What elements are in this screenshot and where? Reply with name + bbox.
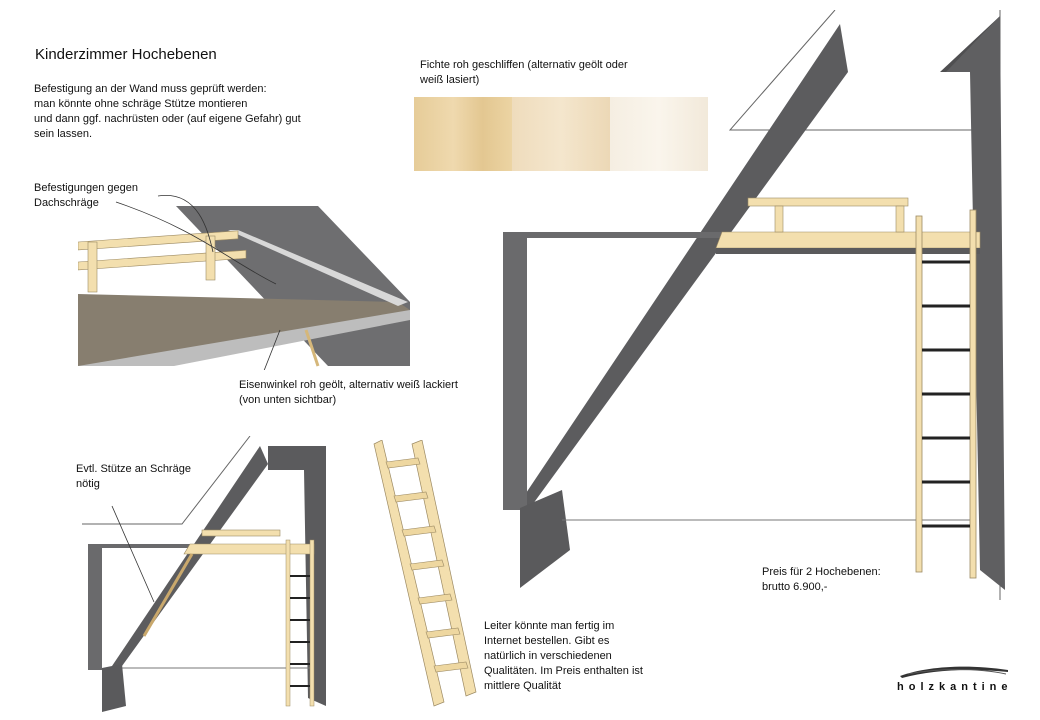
price-note: Preis für 2 Hochebenen: brutto 6.900,-	[762, 566, 881, 593]
page-title: Kinderzimmer Hochebenen	[35, 46, 217, 63]
loft-support-drawing	[82, 436, 326, 712]
brand-logo-mark	[900, 666, 1008, 678]
swatch-oiled-spruce	[512, 97, 610, 171]
swatch-raw-spruce	[414, 97, 512, 171]
iron-angle-note: Eisenwinkel roh geölt, alternativ weiß l…	[239, 379, 458, 406]
support-note: Evtl. Stütze an Schräge nötig	[76, 463, 191, 490]
swatch-white-glazed-spruce	[610, 97, 708, 171]
ladder-note: Leiter könnte man fertig im Internet bes…	[484, 620, 643, 692]
mounting-note: Befestigung an der Wand muss geprüft wer…	[34, 83, 301, 140]
fixing-note: Befestigungen gegen Dachschräge	[34, 182, 138, 209]
wood-finish-note: Fichte roh geschliffen (alternativ geölt…	[420, 59, 628, 86]
brand-logo-text: holzkantine	[897, 681, 1013, 693]
fixing-detail-drawing	[78, 195, 410, 370]
loft-main-drawing	[503, 10, 1005, 600]
ladder-drawing	[373, 440, 477, 707]
main-ladder	[915, 209, 977, 579]
